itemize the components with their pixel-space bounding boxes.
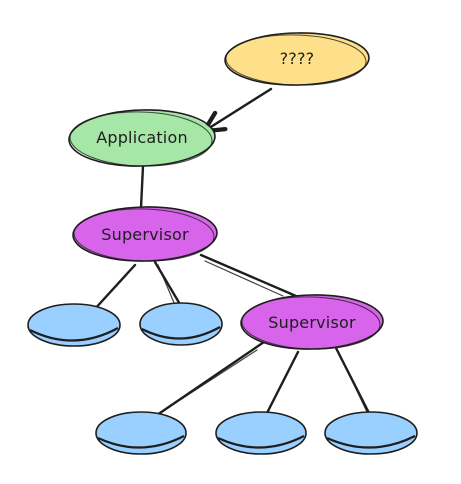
node-root-label: ???? [280,49,315,68]
edge-child-supervisor-to-worker-4 [265,350,300,415]
node-supervisor-top-shape [73,207,217,261]
node-application-shape [69,110,215,166]
node-application: Application [68,109,216,167]
node-supervisor-child: Supervisor [240,294,384,350]
node-application-label: Application [96,128,188,147]
node-root-shape [225,33,369,85]
edges [91,87,371,417]
edge-supervisor-to-supervisor [199,253,298,298]
node-supervisor-child-shape [241,295,383,349]
node-supervisor-top: Supervisor [72,206,218,262]
node-worker-4 [215,411,307,455]
node-supervisor-top-label: Supervisor [101,225,189,244]
node-supervisor-child-label: Supervisor [268,313,356,332]
edge-supervisor-to-worker-1 [91,263,137,313]
node-root: ???? [224,32,370,86]
edge-root-to-application [201,87,273,134]
node-worker-2 [139,302,223,346]
node-worker-5 [324,411,418,455]
node-worker-3 [95,411,187,455]
worker-nodes [27,302,418,455]
node-worker-1 [27,303,121,347]
edge-application-to-supervisor [139,164,145,210]
